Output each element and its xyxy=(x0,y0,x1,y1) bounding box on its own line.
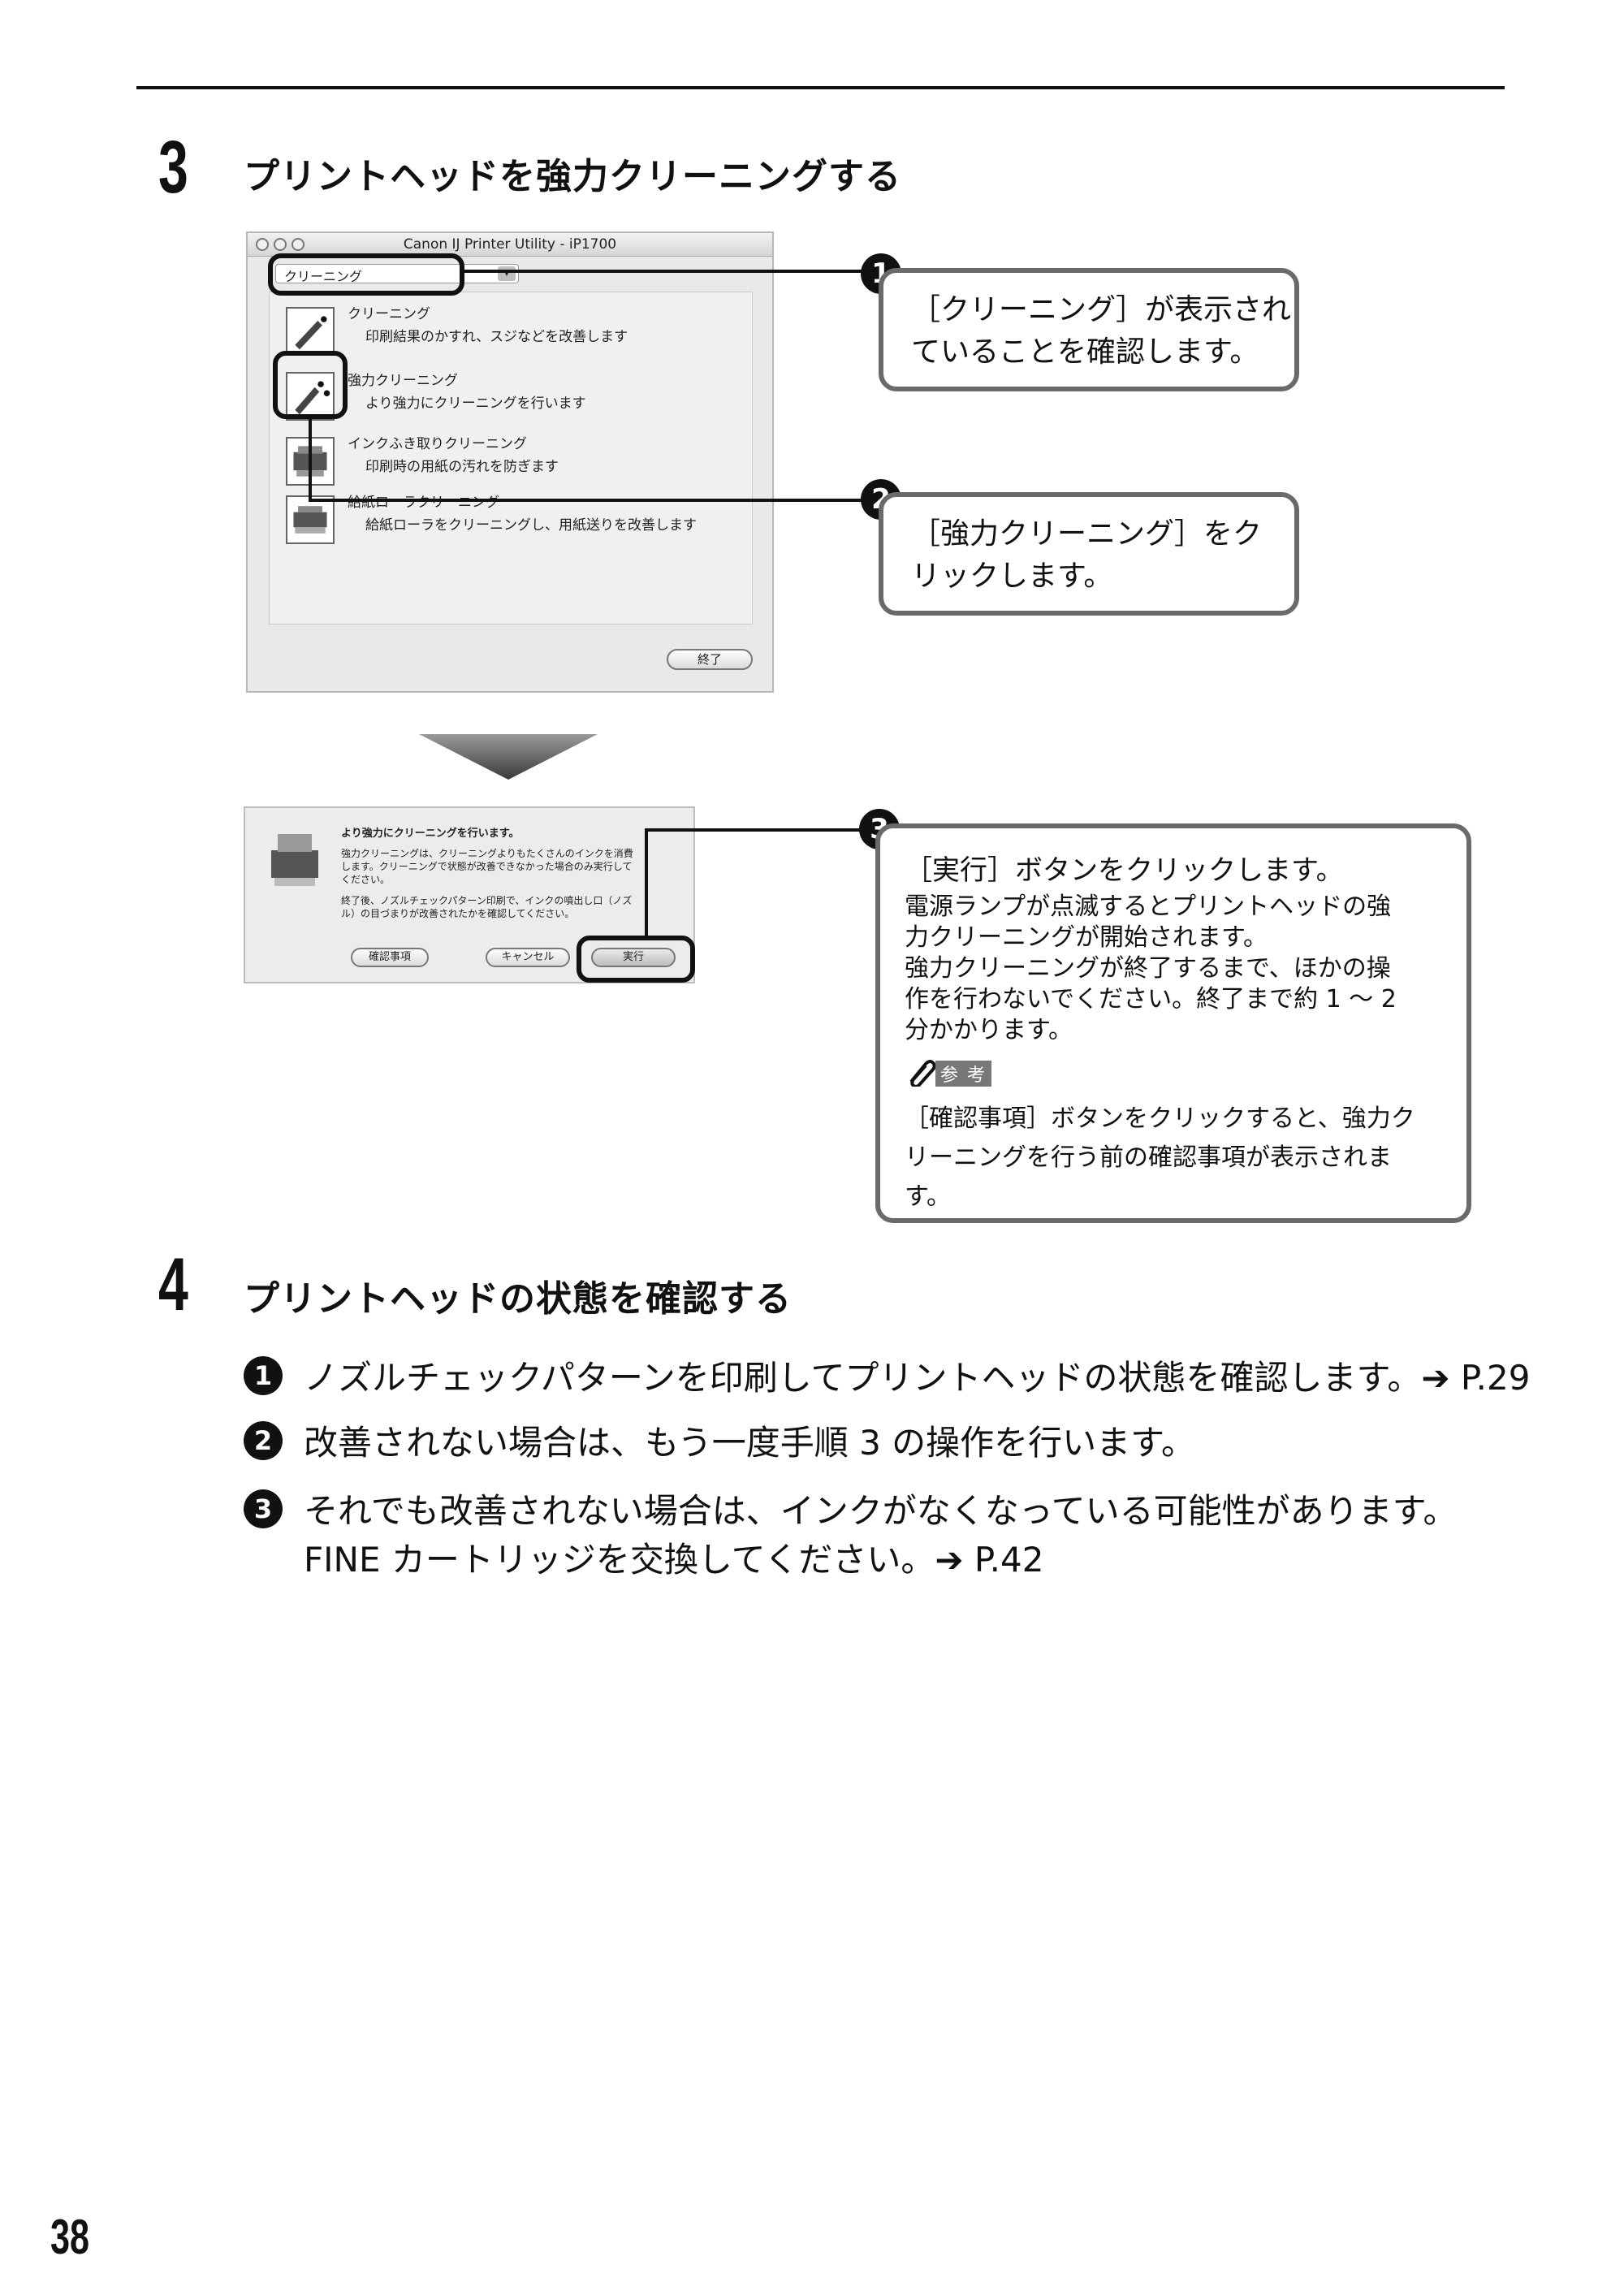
list-item-1-text: ノズルチェックパターンを印刷してプリントヘッドの状態を確認します。➔ P.29 xyxy=(304,1358,1531,1398)
callout-3-body-5: 分かかります。 xyxy=(905,1016,1073,1044)
roller-cleaning-icon[interactable] xyxy=(286,495,335,544)
utility-window: Canon IJ Printer Utility - iP1700 クリーニング… xyxy=(246,231,774,693)
callout-3-body-2: 力クリーニングが開始されます。 xyxy=(905,923,1268,952)
callout-3: ［実行］ボタンをクリックします。 電源ランプが点滅するとプリントヘッドの強 力ク… xyxy=(875,823,1471,1223)
step-4-number: 4 xyxy=(158,1243,188,1326)
confirm-dialog: より強力にクリーニングを行います。 強力クリーニングは、クリーニングよりもたくさ… xyxy=(244,806,695,983)
dialog-p1a: 強力クリーニングは、クリーニングよりもたくさんのインクを消費 xyxy=(341,848,633,859)
callout-3-note-2: リーニングを行う前の確認事項が表示されま xyxy=(905,1143,1392,1172)
header-rule xyxy=(136,86,1505,89)
callout-1: ［クリーニング］が表示され ていることを確認します。 xyxy=(879,268,1299,391)
page-number: 38 xyxy=(50,2210,90,2264)
option-wipe-cleaning-title: インクふき取りクリーニング xyxy=(348,436,527,452)
step-4-title: プリントヘッドの状態を確認する xyxy=(244,1278,792,1320)
leader-line-2a xyxy=(309,419,312,502)
option-deep-cleaning-title: 強力クリーニング xyxy=(348,373,458,389)
list-item-1-badge: 1 xyxy=(244,1356,283,1395)
close-window-icon[interactable] xyxy=(256,238,269,251)
option-wipe-cleaning-desc: 印刷時の用紙の汚れを防ぎます xyxy=(365,459,559,475)
down-arrow-icon xyxy=(419,734,598,780)
cleaning-icon[interactable] xyxy=(286,307,335,356)
paperclip-icon xyxy=(909,1060,936,1087)
callout-3-body-1: 電源ランプが点滅するとプリントヘッドの強 xyxy=(905,892,1392,921)
window-titlebar: Canon IJ Printer Utility - iP1700 xyxy=(248,233,772,257)
execute-button[interactable]: 実行 xyxy=(591,948,676,967)
dialog-p2b: ル）の目づまりが改善されたかを確認してください。 xyxy=(341,908,575,919)
leader-line-2b xyxy=(309,499,882,502)
callout-3-heading: ［実行］ボタンをクリックします。 xyxy=(905,854,1344,887)
list-item-3-badge: 3 xyxy=(244,1489,283,1528)
printer-icon xyxy=(271,834,318,886)
quit-button[interactable]: 終了 xyxy=(667,649,753,670)
dialog-p2a: 終了後、ノズルチェックパターン印刷で、インクの噴出し口（ノズ xyxy=(341,895,633,906)
step-3-title: プリントヘッドを強力クリーニングする xyxy=(244,156,901,197)
option-deep-cleaning-desc: より強力にクリーニングを行います xyxy=(365,395,586,412)
option-roller-cleaning-desc: 給紙ローラをクリーニングし、用紙送りを改善します xyxy=(365,517,697,534)
callout-3-note-3: す。 xyxy=(905,1182,951,1211)
deep-cleaning-icon[interactable] xyxy=(286,372,335,421)
mode-popup-menu[interactable]: クリーニング xyxy=(275,264,519,284)
zoom-window-icon[interactable] xyxy=(292,238,304,251)
leader-line-1 xyxy=(464,270,882,273)
list-item-2-badge: 2 xyxy=(244,1421,283,1460)
option-cleaning-desc: 印刷結果のかすれ、スジなどを改善します xyxy=(365,329,628,345)
callout-3-note-1: ［確認事項］ボタンをクリックすると、強力ク xyxy=(905,1104,1415,1133)
callout-2-line-1: ［強力クリーニング］をク xyxy=(911,517,1263,551)
dialog-heading: より強力にクリーニングを行います。 xyxy=(341,828,520,840)
dialog-p1c: ください。 xyxy=(341,874,391,885)
minimize-window-icon[interactable] xyxy=(274,238,287,251)
window-title: Canon IJ Printer Utility - iP1700 xyxy=(403,236,617,253)
note-label-text: 参 考 xyxy=(935,1061,991,1087)
list-item-3-text-2: FINE カートリッジを交換してください。➔ P.42 xyxy=(304,1540,1044,1580)
popup-chevron-icon: ▾ xyxy=(498,266,516,281)
popup-highlight xyxy=(268,253,464,296)
callout-3-body-3: 強力クリーニングが終了するまで、ほかの操 xyxy=(905,954,1391,983)
cancel-button[interactable]: キャンセル xyxy=(486,948,570,967)
leader-line-3a xyxy=(645,828,648,937)
option-cleaning-title: クリーニング xyxy=(348,306,430,322)
leader-line-3b xyxy=(645,828,880,832)
deep-cleaning-highlight xyxy=(273,351,348,419)
confirm-items-button[interactable]: 確認事項 xyxy=(351,948,429,967)
callout-3-body-4: 作を行わないでください。終了まで約 1 ～ 2 xyxy=(905,985,1397,1014)
callout-1-line-2: ていることを確認します。 xyxy=(911,335,1259,369)
options-panel: クリーニング 印刷結果のかすれ、スジなどを改善します 強力クリーニング より強力… xyxy=(269,292,753,625)
list-item-2-text: 改善されない場合は、もう一度手順 3 の操作を行います。 xyxy=(304,1423,1195,1463)
callout-2: ［強力クリーニング］をク リックします。 xyxy=(879,492,1299,616)
callout-2-line-2: リックします。 xyxy=(911,560,1113,593)
execute-highlight xyxy=(577,936,695,983)
step-3-number: 3 xyxy=(158,126,188,209)
note-label: 参 考 xyxy=(905,1057,994,1087)
list-item-3-text: それでも改善されない場合は、インクがなくなっている可能性があります。 xyxy=(304,1491,1458,1531)
dialog-p1b: します。クリーニングで状態が改善できなかった場合のみ実行して xyxy=(341,861,633,872)
callout-1-line-1: ［クリーニング］が表示され xyxy=(911,293,1292,326)
